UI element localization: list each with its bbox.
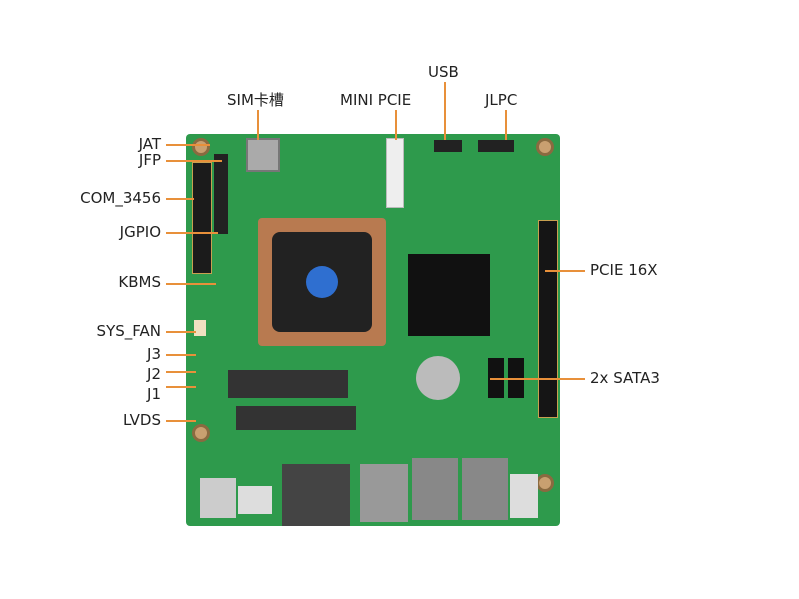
power-jack [200,478,236,518]
usb-header [434,140,462,152]
label-kbms: KBMS [118,273,161,291]
leader-line [444,82,446,140]
label-jat: JAT [138,135,161,153]
usb-port [360,464,408,522]
leader-line [257,110,259,140]
leader-line [166,198,194,200]
label-com-3456: COM_3456 [80,189,161,207]
sys-fan-header [194,320,206,336]
fan-hub [306,266,338,298]
audio-port [510,474,538,518]
leader-line [166,232,218,234]
leader-line [166,371,196,373]
pcie-slot [538,220,558,418]
cmos-battery [416,356,460,400]
label-lvds: LVDS [122,411,161,429]
lan-port [462,458,508,520]
mini-pcie-slot [386,138,404,208]
com-header [192,162,212,274]
lan-port [412,458,458,520]
label-pcie-16x: PCIE 16X [590,261,658,279]
leader-line [395,110,397,140]
mount-hole [192,424,210,442]
label-j1: J1 [147,385,161,403]
leader-line [166,283,216,285]
mount-hole [536,474,554,492]
mount-hole [192,138,210,156]
cpu-heatsink [258,218,386,346]
label-jlpc: JLPC [485,91,518,109]
leader-line [166,354,196,356]
gpio-header [214,154,228,234]
label-jfp: JFP [138,151,161,169]
leader-line [490,378,585,380]
leader-line [166,420,196,422]
leader-line [166,160,222,162]
chipset-heatsink [408,254,490,336]
leader-line [166,386,196,388]
label-sim-slot: SIM卡槽 [227,91,284,109]
vrm-chokes [236,406,356,430]
label-sys-fan: SYS_FAN [96,322,161,340]
leader-line [166,144,210,146]
label-mini-pcie: MINI PCIE [340,91,412,109]
label-j3: J3 [147,345,161,363]
vga-port [282,464,350,526]
jlpc-header [478,140,514,152]
leader-line [505,110,507,140]
motherboard-photo [186,134,560,526]
leader-line [545,270,585,272]
leader-line [166,331,196,333]
label-usb: USB [428,63,459,81]
label-jgpio: JGPIO [119,223,161,241]
mount-hole [536,138,554,156]
sim-slot [246,138,280,172]
hdmi-port [238,486,272,514]
label-j2: J2 [147,365,161,383]
label-sata3: 2x SATA3 [590,369,660,387]
vrm-chokes [228,370,348,398]
